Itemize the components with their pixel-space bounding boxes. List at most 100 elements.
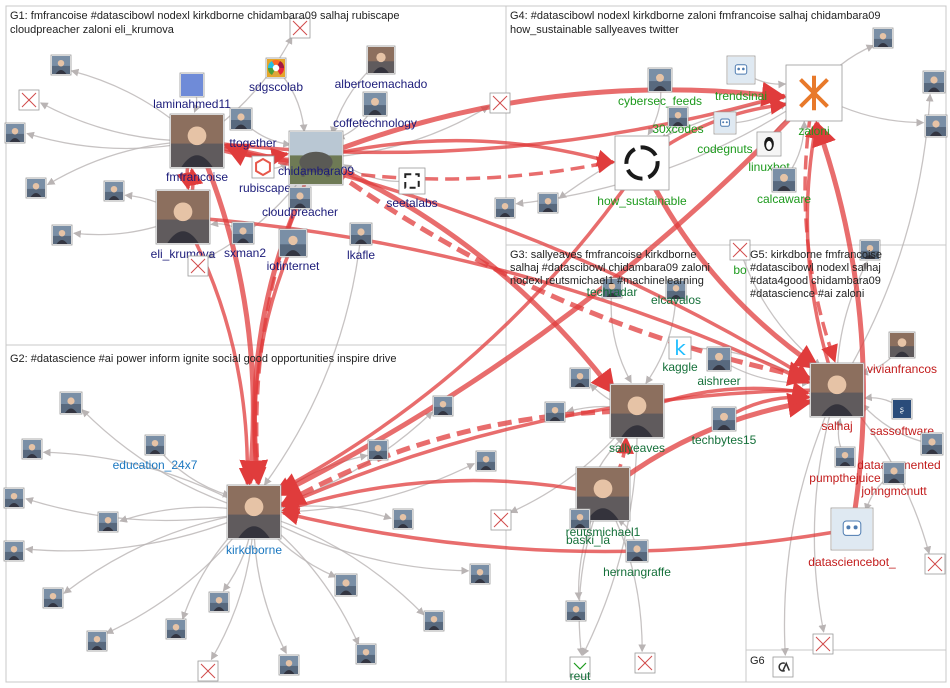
node-nolabel_20[interactable] [42,587,64,609]
node-bo[interactable]: bo [729,239,751,277]
node-nolabel_8[interactable] [634,652,656,674]
node-nolabel_3[interactable] [489,92,511,114]
avatar-photo-icon [280,230,306,256]
node-nolabel_38[interactable] [924,114,948,138]
node-nolabel_18[interactable] [97,511,119,533]
node-label: sassoftware [870,424,934,438]
node-sdgscolab[interactable]: sdgscolab [249,57,303,94]
node-nolabel_24[interactable] [278,654,300,676]
node-30xcodes[interactable]: 30xcodes [652,106,704,136]
node-techbytes15[interactable]: techbytes15 [692,406,757,447]
node-fmfrancoise[interactable]: fmfrancoise [166,113,228,184]
node-nolabel_36[interactable] [537,192,559,214]
node-nolabel_5[interactable] [197,660,219,682]
node-salhaj[interactable]: salhaj [809,362,865,433]
node-cloudpreacher[interactable]: cloudpreacher [262,186,338,219]
edge-lkafle-kirkdborne [263,233,362,486]
node-sallyeaves[interactable]: sallyeaves [609,383,665,455]
node-nolabel_11[interactable] [4,122,26,144]
node-education_24x7[interactable]: education_24x7 [113,434,198,472]
node-label: 30xcodes [652,122,703,136]
node-nolabel_27[interactable] [423,610,445,632]
node-nolabel_33[interactable] [569,367,591,389]
node-ttogether[interactable]: ttogether [229,107,277,150]
node-label: trendsinai [715,89,767,103]
group-label-g5-line: #datascibowl nodexl salhaj [750,262,881,274]
ca-logo-icon [774,658,792,676]
node-nolabel_37[interactable] [872,27,894,49]
node-label: datasciencebot_ [808,555,896,569]
node-nolabel_15[interactable] [59,391,83,415]
node-rubiscape[interactable]: rubiscape [239,155,291,195]
node-nolabel_41[interactable] [490,509,512,531]
robot-icon [728,57,754,83]
node-nolabel_1[interactable] [18,89,40,111]
node-zaloni[interactable]: zaloni [785,64,843,138]
node-laminahmed11[interactable]: laminahmed11 [153,72,231,111]
broken-image-icon [291,19,309,37]
node-how_sustainable[interactable]: how_sustainable [597,135,687,208]
node-vivianfrancos[interactable]: vivianfrancos [867,331,937,376]
node-elcavalos[interactable]: elcavalos [651,279,701,307]
node-techradar[interactable]: techradar [587,277,638,299]
node-cybersec_feeds[interactable]: cybersec_feeds [618,67,702,108]
node-seetalabs[interactable]: seetalabs [386,167,438,210]
node-nolabel_32[interactable] [432,395,454,417]
node-albertoemachado[interactable]: albertoemachado [335,45,428,91]
node-nolabel_35[interactable] [494,197,516,219]
group-box-g6 [745,649,947,683]
node-nolabel_22[interactable] [165,618,187,640]
node-nolabel_28[interactable] [469,563,491,585]
node-nolabel_21[interactable] [86,630,108,652]
node-nolabel_30[interactable] [475,450,497,472]
node-nolabel_13[interactable] [51,224,73,246]
node-codegnuts[interactable]: codegnuts [697,111,753,156]
avatar-photo-icon [357,645,375,663]
node-nolabel_10[interactable] [50,54,72,76]
node-baski_la[interactable]: baski_la [566,508,610,547]
node-nolabel_4[interactable] [924,553,946,575]
portrait-photo-icon [890,333,914,357]
node-nolabel_16[interactable] [21,438,43,460]
node-aishreer[interactable]: aishreer [697,346,741,388]
group-label-g5-line: #data4good chidambara09 [750,275,881,287]
group-label-g6: G6 [750,655,765,667]
node-reut[interactable]: reut [569,656,591,683]
node-nolabel_25[interactable] [355,643,377,665]
node-lkafle[interactable]: lkafle [347,222,375,262]
node-nolabel_26[interactable] [334,573,358,597]
node-nolabel_40[interactable] [922,70,946,94]
node-nolabel_34[interactable] [544,401,566,423]
node-eli_krumova[interactable]: eli_krumova [151,189,216,261]
node-nolabel_29[interactable] [392,508,414,530]
node-pumpthejuice[interactable]: pumpthejuice [809,446,881,485]
node-nolabel_9[interactable] [772,656,794,678]
node-nolabel_12[interactable] [25,177,47,199]
node-datasciencebot_[interactable]: datasciencebot_ [808,507,896,569]
node-johngmcnutt[interactable]: johngmcnutt [860,461,927,498]
node-nolabel_31[interactable] [367,439,389,461]
node-nolabel_14[interactable] [103,180,125,202]
node-coffetechnology[interactable]: coffetechnology [333,91,417,130]
node-nolabel_17[interactable] [3,487,25,509]
node-nolabel_2[interactable] [289,17,311,39]
node-kirkdborne[interactable]: kirkdborne [226,484,282,557]
node-nolabel_6[interactable] [812,633,834,655]
node-nolabel_39[interactable] [859,239,881,261]
node-nolabel_7[interactable] [187,255,209,277]
node-nolabel_42[interactable] [565,600,587,622]
node-nolabel_19[interactable] [3,540,25,562]
node-trendsinai[interactable]: trendsinai [715,55,767,103]
node-calcaware[interactable]: calcaware [757,167,811,206]
avatar-photo-icon [280,656,298,674]
node-hernangraffe[interactable]: hernangraffe [603,539,671,579]
recycle-logo-icon [616,137,668,189]
avatar-photo-icon [425,612,443,630]
broken-image-icon [731,241,749,259]
node-sxman2[interactable]: sxman2 [224,221,266,260]
node-chidambara09[interactable]: chidambara09 [278,130,354,186]
node-iotinternet[interactable]: iotinternet [267,228,320,273]
node-nolabel_23[interactable] [208,591,230,613]
